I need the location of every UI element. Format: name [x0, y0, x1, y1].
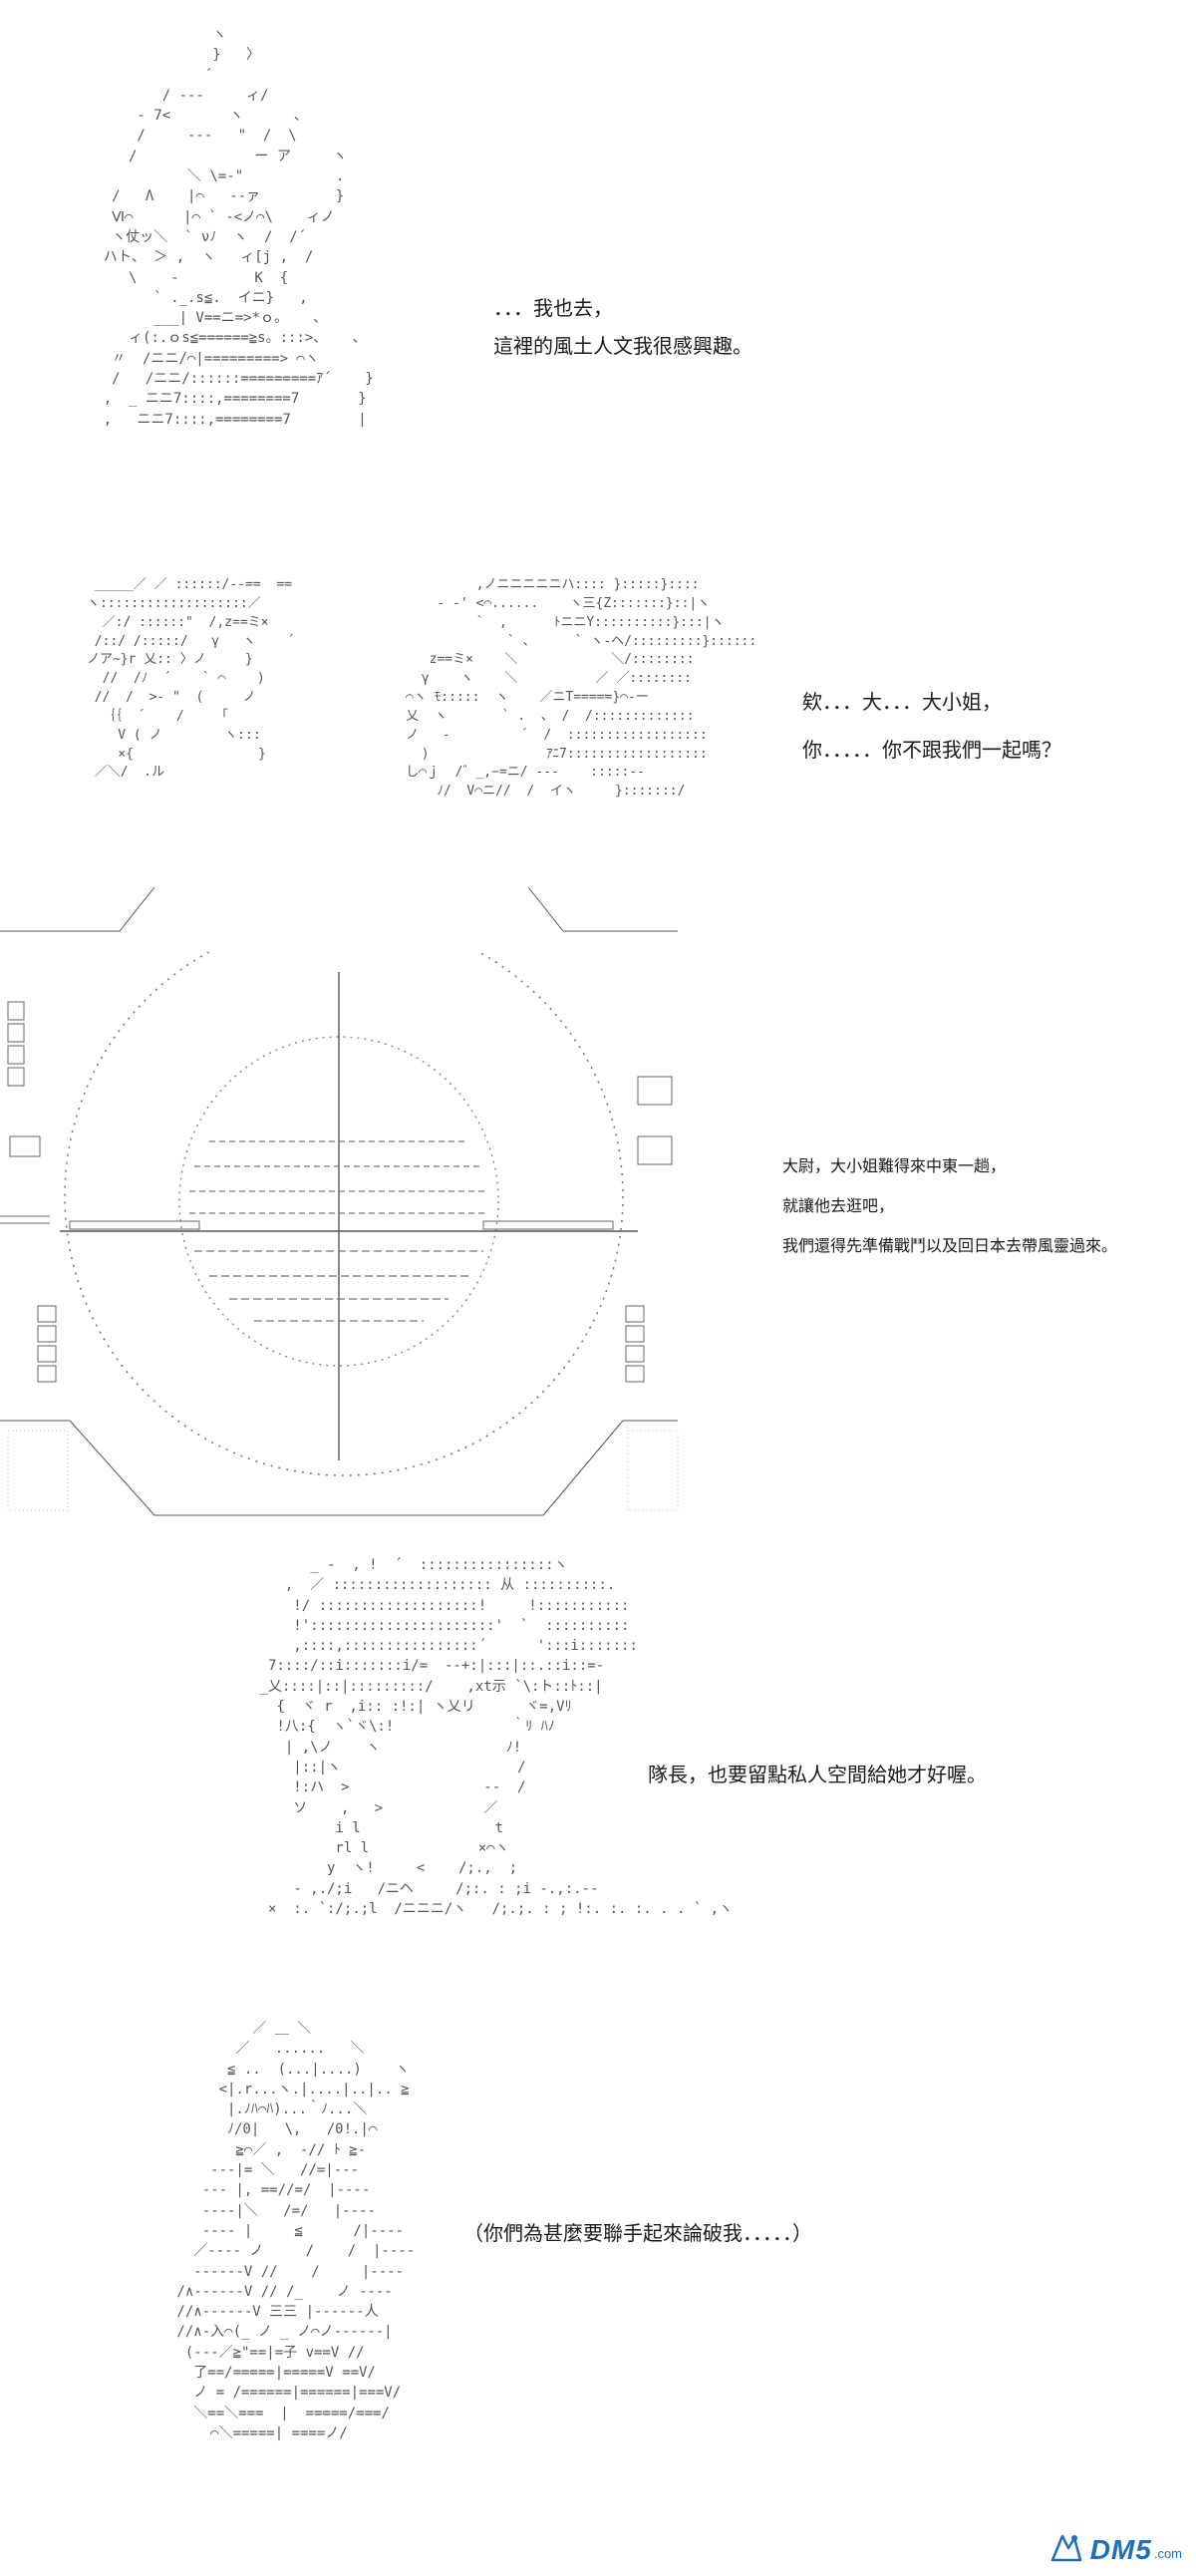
dialogue-line: 大尉，大小姐難得來中東一趟， — [782, 1156, 1007, 1175]
dialogue-panel-3: 大尉，大小姐難得來中東一趟， 就讓他去逛吧， 我們還得先準備戰鬥以及回日本去帶風… — [782, 1146, 1117, 1266]
ascii-art-character-5: ／ ＿ ＼ ／ ...... ＼ ≦ .. (...|....) ヽ <|.r.… — [176, 2021, 416, 2441]
dialogue-panel-1: ．．．我也去， 這裡的風土人文我很感興趣。 — [493, 289, 752, 365]
watermark-text: DM5 — [1089, 2534, 1152, 2565]
dialogue-line: 我們還得先準備戰鬥以及回日本去帶風靈過來。 — [782, 1236, 1118, 1255]
ascii-art-character-1: ヽ } 〉 ´ / ‐‐‐ ィ/ ‐ 7< ヽ 、 / ‐‐‐ " / \ / … — [103, 27, 374, 428]
dialogue-panel-4: 隊長，也要留點私人空間給她才好喔。 — [648, 1760, 987, 1789]
scope-crosshair-art — [0, 952, 679, 1516]
dialogue-line: 欸．．．大．．．大小姐， — [802, 690, 1002, 714]
dialogue-line: ．．．我也去， — [493, 296, 613, 320]
dialogue-panel-5: （你們為甚麼要聯手起來論破我．．．．．） — [463, 2218, 812, 2248]
dialogue-panel-2: 欸．．．大．．．大小姐， 你．．．．．你不跟我們一起嗎？ — [802, 678, 1061, 774]
dialogue-line: 就讓他去逛吧， — [782, 1196, 895, 1215]
ascii-art-character-4: _ ‐ , ! ´ ::::::::::::::::ヽ , ／ ::::::::… — [259, 1557, 734, 1918]
dm5-logo-icon — [1050, 2534, 1081, 2562]
dialogue-line: 隊長，也要留點私人空間給她才好喔。 — [648, 1763, 987, 1786]
ascii-art-character-3: ,ノニニニニニハ:::: }:::::}:::: ‐ ‐' <⌒...... ヽ… — [406, 577, 757, 800]
dm5-watermark: DM5 .com — [1048, 2530, 1182, 2566]
watermark-suffix: .com — [1153, 2546, 1182, 2561]
panel-2-bottom-frame — [0, 886, 678, 932]
ascii-art-character-2: _____／ ／ ::::::/‐‐== == ヽ:::::::::::::::… — [86, 577, 295, 781]
dialogue-line: 你．．．．．你不跟我們一起嗎？ — [802, 738, 1061, 762]
dialogue-line: （你們為甚麼要聯手起來論破我．．．．．） — [463, 2221, 812, 2245]
dialogue-line: 這裡的風土人文我很感興趣。 — [493, 334, 752, 358]
